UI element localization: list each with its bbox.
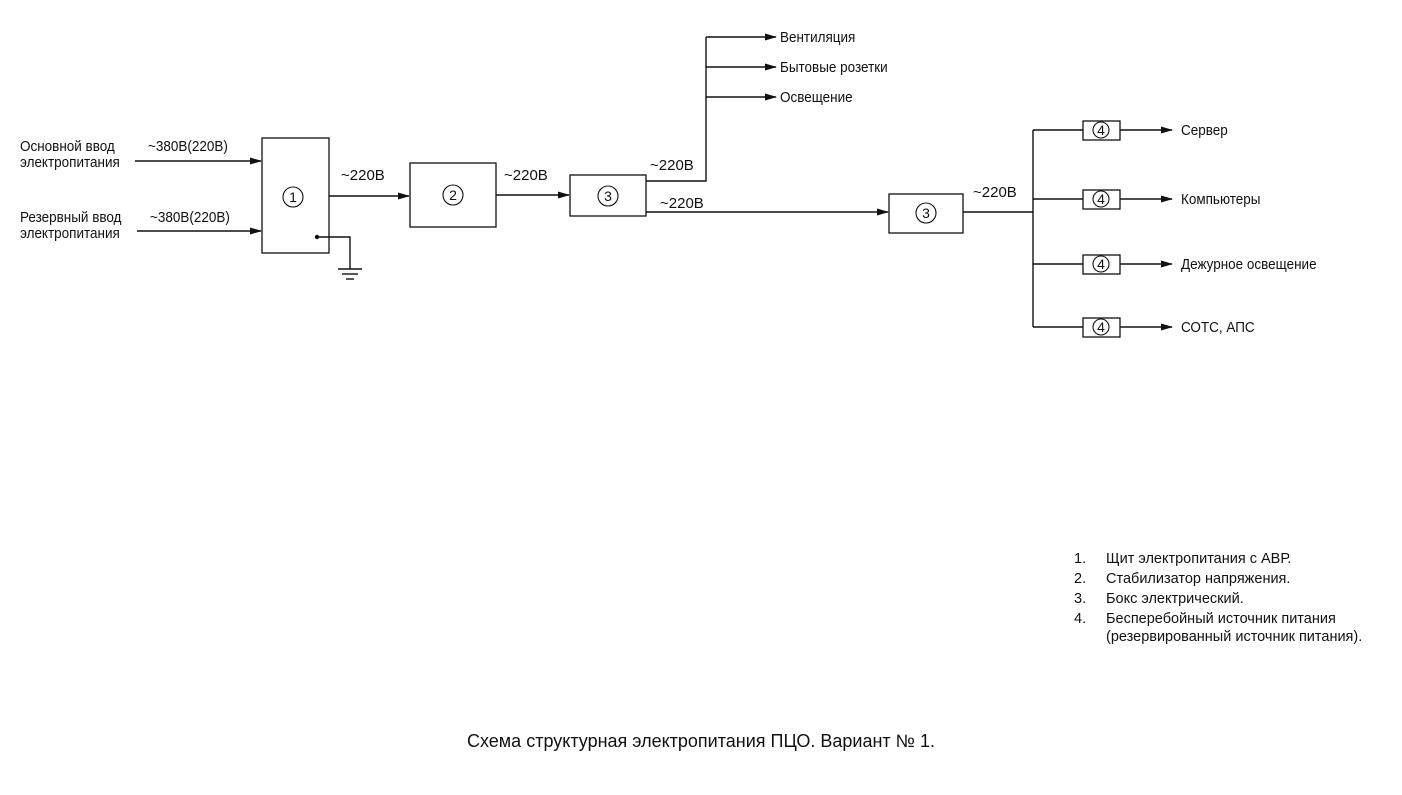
legend-text: Стабилизатор напряжения. xyxy=(1106,571,1291,587)
legend-item-1: 1. Щит электропитания с АВР. xyxy=(1074,550,1394,568)
legend-item-4: 4. Бесперебойный источник питания (резер… xyxy=(1074,610,1394,646)
voltage-1-to-2: ~220В xyxy=(341,167,385,184)
load-duty-lighting: Дежурное освещение xyxy=(1181,256,1317,273)
block-3b-number: 3 xyxy=(922,205,930,221)
ups-row-duty-lighting: 4 Дежурное освещение xyxy=(1033,254,1317,275)
block-4-number-duty-lighting: 4 xyxy=(1097,256,1105,272)
block-2-marker xyxy=(442,184,464,206)
block-1-number: 1 xyxy=(289,189,297,205)
ups-row-server: 4 Сервер xyxy=(1033,120,1228,141)
block-4-number-server: 4 xyxy=(1097,122,1105,138)
block-3-electrical-box-a xyxy=(569,174,647,217)
legend: 1. Щит электропитания с АВР. 2. Стабилиз… xyxy=(1074,550,1394,648)
voltage-2-to-3: ~220В xyxy=(504,167,548,184)
legend-number: 4. xyxy=(1074,611,1087,627)
main-input-label-line2: электропитания xyxy=(20,154,120,171)
load-ventilation: Вентиляция xyxy=(780,29,855,46)
block-2-number: 2 xyxy=(449,187,457,203)
reserve-input-voltage: ~380В(220В) xyxy=(150,209,230,226)
main-input-label-line1: Основной ввод xyxy=(20,138,115,155)
load-lighting: Освещение xyxy=(780,89,853,106)
legend-item-3: 3. Бокс электрический. xyxy=(1074,590,1394,608)
block-4-number-sots: 4 xyxy=(1097,319,1105,335)
reserve-input-label-line2: электропитания xyxy=(20,225,120,242)
reserve-input-label-line1: Резервный ввод xyxy=(20,209,122,226)
legend-number: 2. xyxy=(1074,571,1087,587)
voltage-upper-branch: ~220В xyxy=(650,157,694,174)
ups-row-sots: 4 СОТС, АПС xyxy=(1033,317,1255,338)
block-3a-marker xyxy=(597,185,619,207)
upper-branch-trunk xyxy=(646,37,707,182)
block-1-marker xyxy=(282,186,304,208)
block-4-number-computers: 4 xyxy=(1097,191,1105,207)
load-server: Сервер xyxy=(1181,122,1228,139)
load-computers: Компьютеры xyxy=(1181,191,1260,208)
block-1-switchboard xyxy=(261,137,330,254)
load-household-sockets: Бытовые розетки xyxy=(780,59,888,76)
ground-wire xyxy=(317,236,351,269)
block-3a-number: 3 xyxy=(604,188,612,204)
diagram-caption: Схема структурная электропитания ПЦО. Ва… xyxy=(467,731,935,751)
legend-text: Бокс электрический. xyxy=(1106,591,1244,607)
voltage-3a-to-3b: ~220В xyxy=(660,195,704,212)
block-3b-marker xyxy=(915,202,937,224)
legend-number: 3. xyxy=(1074,591,1087,607)
ups-row-computers: 4 Компьютеры xyxy=(1033,189,1260,210)
legend-item-2: 2. Стабилизатор напряжения. xyxy=(1074,570,1394,588)
voltage-ups-bus: ~220В xyxy=(973,184,1017,201)
legend-number: 1. xyxy=(1074,551,1087,567)
load-sots-aps: СОТС, АПС xyxy=(1181,319,1255,336)
ground-icon xyxy=(338,268,362,280)
legend-text: Щит электропитания с АВР. xyxy=(1106,551,1292,567)
block-2-stabilizer xyxy=(409,162,497,228)
main-input-voltage: ~380В(220В) xyxy=(148,138,228,155)
block-3-electrical-box-b xyxy=(888,193,964,234)
legend-text: Бесперебойный источник питания (резервир… xyxy=(1106,611,1363,645)
